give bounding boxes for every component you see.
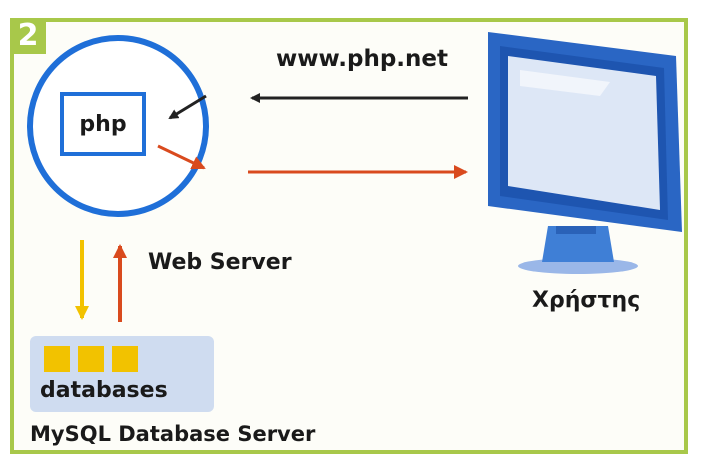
php-response-arrow (157, 144, 206, 170)
computer-monitor-icon (488, 32, 682, 274)
url-label: www.php.net (276, 46, 449, 72)
step-number-badge: 2 (10, 18, 46, 54)
databases-label: databases (40, 378, 168, 403)
php-box: php (60, 92, 146, 156)
mysql-server-label: MySQL Database Server (30, 422, 316, 446)
php-request-arrow (168, 94, 207, 120)
web-server-label: Web Server (148, 250, 292, 275)
database-square-1 (44, 346, 70, 372)
database-square-3 (112, 346, 138, 372)
database-square-2 (78, 346, 104, 372)
user-label: Χρήστης (532, 288, 641, 313)
